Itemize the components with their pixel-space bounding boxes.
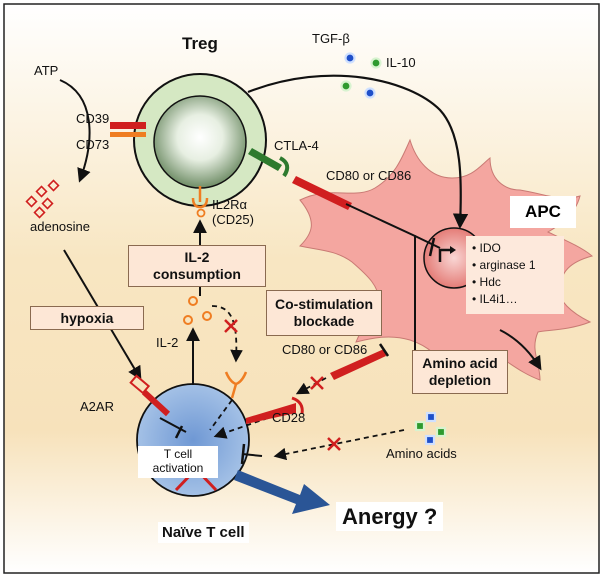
costim-block-x [310, 376, 324, 390]
cd39-label: CD39 [76, 111, 110, 126]
il2-molecules [183, 296, 212, 325]
ctla4-label: CTLA-4 [274, 138, 319, 153]
naive-il2-receptor [224, 371, 248, 399]
apc-product-item: arginase 1 [472, 257, 558, 274]
hypoxia-box: hypoxia [30, 306, 144, 330]
il2ra-label: IL2Rα [212, 197, 247, 212]
adenosine-molecules [25, 179, 60, 219]
cd80-86-upper [292, 176, 352, 210]
apc-products-list: IDO arginase 1 Hdc IL4i1… [466, 236, 564, 314]
cd28-label: CD28 [272, 410, 306, 425]
cd39-receptor [110, 122, 146, 129]
atp-label: ATP [34, 63, 59, 78]
apc-product-item: IL4i1… [472, 291, 558, 308]
a2ar-receptor [129, 374, 171, 417]
tgfb-label: TGF-β [312, 31, 350, 46]
cd80-86-lower [330, 349, 386, 380]
adenosine-label: adenosine [30, 219, 90, 234]
apc-product-item: Hdc [472, 274, 558, 291]
apc-label: APC [510, 196, 576, 228]
amino-acid-molecules [414, 411, 447, 446]
il2-label: IL-2 [156, 335, 179, 350]
il2-block-x [224, 319, 238, 333]
amino-block-x [327, 437, 341, 451]
cd80-86-top-label: CD80 or CD86 [326, 168, 412, 183]
ctla4-receptor [248, 148, 290, 178]
cd28-receptor [246, 396, 304, 424]
treg-nucleus [153, 95, 247, 189]
cd73-label: CD73 [76, 137, 110, 152]
cd80-86-bottom-label: CD80 or CD86 [282, 342, 368, 357]
t-cell-activation-label: T cell activation [138, 446, 218, 478]
cytokine-molecules [340, 52, 382, 99]
il2ra-receptor [191, 186, 209, 209]
anergy-label: Anergy ? [336, 502, 444, 532]
amino-acids-label: Amino acids [386, 446, 457, 461]
apc-product-item: IDO [472, 240, 558, 257]
treg-to-apc-arrow [247, 74, 469, 230]
il10-label: IL-10 [386, 55, 416, 70]
a2ar-label: A2AR [80, 399, 114, 414]
treg-label: Treg [182, 34, 218, 53]
apc-promoter-arrow [438, 248, 452, 262]
anergy-arrow [234, 470, 330, 514]
cd25-label: (CD25) [212, 212, 254, 227]
naive-t-cell-label: Naïve T cell [158, 522, 249, 544]
cd73-receptor [110, 132, 146, 137]
atp-to-adenosine-arrow [59, 79, 91, 183]
